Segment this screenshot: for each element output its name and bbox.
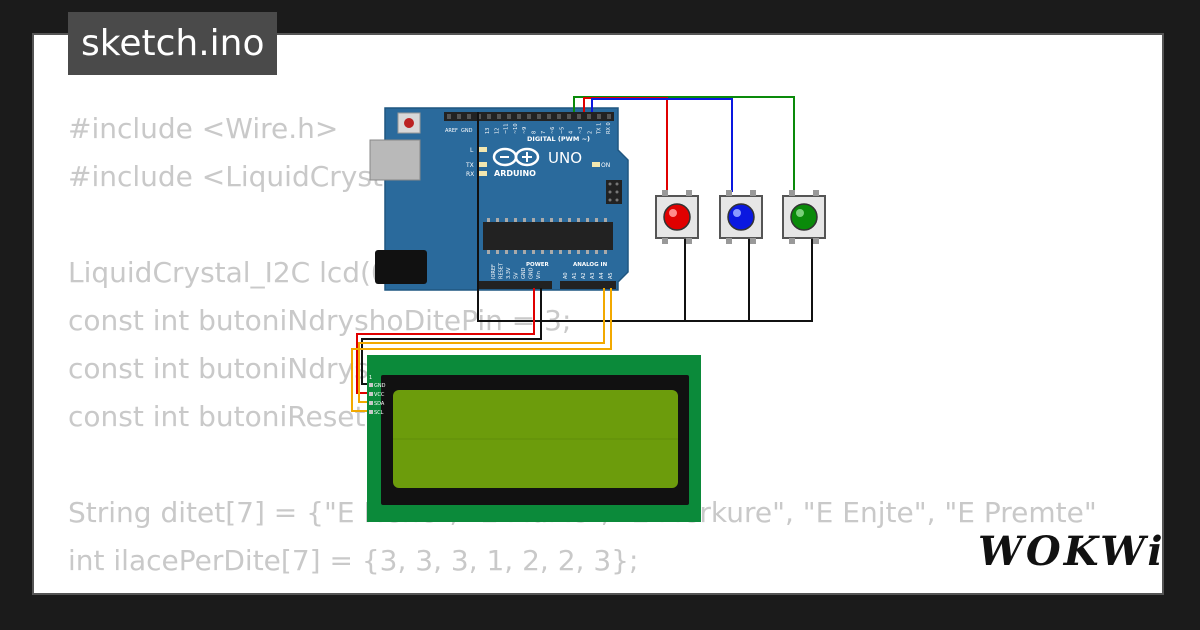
digital-pin-label-2: ~11: [504, 123, 510, 134]
lcd-pin-2: [369, 401, 373, 405]
digital-pin-label-3: ~10: [513, 123, 519, 134]
power-pin-label-2: 3.3V: [506, 267, 512, 279]
digital-pin-label-8: ~5: [559, 127, 565, 134]
wire-gnd-1: [477, 112, 813, 322]
lcd-i2c-display[interactable]: 1 GND VCC SDA SCL: [367, 355, 701, 522]
wokwi-logo: WOKWi: [978, 528, 1166, 575]
code-line: int ilacePerDite[7] = {3, 3, 3, 1, 2, 2,…: [68, 544, 639, 577]
power-pin-label-1: RESET: [499, 262, 505, 279]
analog-pin-label-2: A2: [581, 272, 587, 279]
lcd-pin-0: [369, 383, 373, 387]
push-button-blue[interactable]: [719, 190, 763, 244]
push-button-red[interactable]: [655, 190, 699, 244]
power-header: [478, 281, 552, 289]
push-button-green[interactable]: [782, 190, 826, 244]
wires: [351, 96, 813, 412]
power-label: POWER: [526, 262, 550, 268]
power-pin-label-6: Vin: [536, 271, 542, 279]
atmega-chip: [483, 222, 613, 250]
lcd-pin-label-2: SDA: [374, 401, 385, 407]
wire-lcd-vcc: [356, 288, 535, 394]
analog-pin-label-5: A5: [608, 272, 614, 279]
analog-pin-label-1: A1: [572, 272, 578, 279]
wire-blue: [591, 98, 733, 192]
digital-pin-label-11: 2: [587, 131, 593, 134]
usb-connector: [369, 139, 421, 181]
code-line: #include <Wire.h>: [68, 112, 339, 145]
lcd-pin-label-0: GND: [374, 383, 386, 389]
arduino-logo-text: ARDUINO: [494, 169, 536, 178]
analog-pin-label-4: A4: [599, 272, 605, 279]
lcd-pin-labels: GND VCC SDA SCL: [369, 383, 386, 416]
icsp-header: [606, 180, 622, 204]
led-l-label: L: [470, 147, 474, 154]
analog-pin-label-3: A3: [590, 272, 596, 279]
wire-green: [573, 96, 795, 192]
analog-label: ANALOG IN: [573, 262, 608, 268]
sketch-title: sketch.ino: [68, 12, 278, 75]
led-l: [479, 147, 487, 152]
lcd-pin-1: 1: [369, 375, 372, 381]
led-on-label: ON: [601, 162, 610, 169]
analog-pin-label-0: A0: [563, 272, 569, 279]
lcd-pin-1: [369, 392, 373, 396]
digital-pin-label-13: RX 0: [606, 122, 612, 134]
digital-pin-label-4: ~9: [522, 127, 528, 134]
digital-pin-label-1: 12: [494, 128, 500, 134]
arduino-logo-icon: [492, 147, 540, 167]
digital-pin-label-7: ~6: [550, 127, 556, 134]
code-line: const int butoniNdryshoDitePin = 3;: [68, 304, 572, 337]
lcd-pin-label-3: SCL: [374, 410, 384, 416]
power-pin-label-0: IOREF: [491, 264, 497, 279]
digital-label: DIGITAL (PWM ~): [527, 135, 590, 143]
analog-header: [560, 281, 616, 289]
wire-lcd-scl: [351, 288, 612, 412]
led-rx-label: RX: [466, 171, 474, 178]
led-on: [592, 162, 600, 167]
code-line: String ditet[7] = {"E Hene", "E Marte", …: [68, 496, 1097, 529]
digital-pin-label-9: 4: [569, 131, 575, 134]
aref-label: AREF: [445, 128, 458, 134]
power-jack: [375, 250, 427, 284]
digital-pin-label-5: 8: [532, 131, 538, 134]
lcd-pin-3: [369, 410, 373, 414]
lcd-pin-label-1: VCC: [374, 392, 385, 398]
reset-button-icon: [404, 118, 414, 128]
wire-lcd-sda: [358, 288, 605, 403]
led-tx: [479, 162, 487, 167]
power-pin-label-4: GND: [521, 267, 527, 279]
wire-lcd-gnd: [361, 288, 542, 385]
digital-pin-label-12: TX 1: [597, 123, 603, 135]
digital-pin-label-6: 7: [541, 131, 547, 134]
power-pin-label-5: GND: [529, 267, 535, 279]
power-pin-label-3: 5V: [514, 272, 520, 279]
digital-pin-label-0: 13: [485, 128, 491, 134]
arduino-model: UNO: [548, 149, 582, 167]
digital-pin-label-10: ~3: [578, 127, 584, 134]
gnd-label: GND: [461, 128, 473, 134]
led-rx: [479, 171, 487, 176]
led-tx-label: TX: [465, 162, 474, 169]
